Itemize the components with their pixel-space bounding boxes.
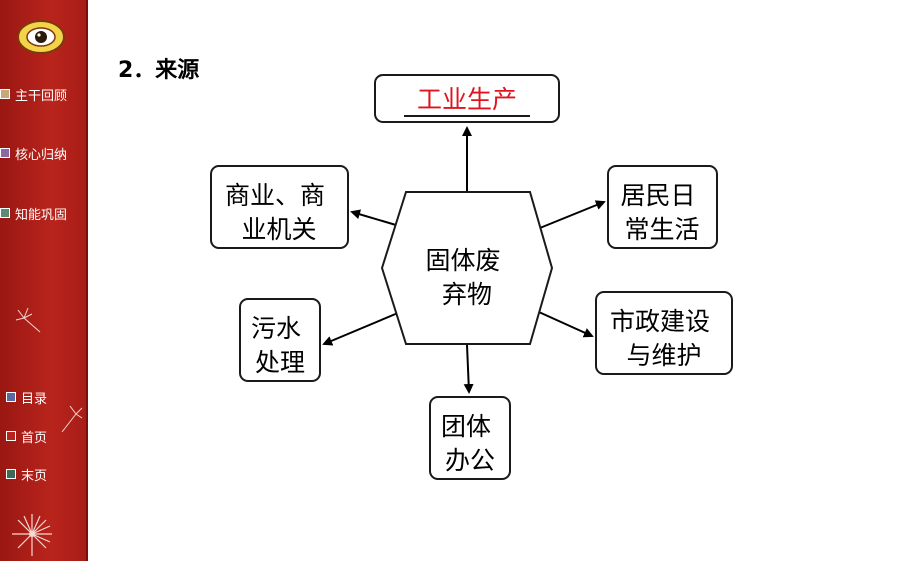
node-residents	[607, 165, 718, 249]
node-commerce-line-2: 业机关	[241, 215, 316, 244]
svg-text:市政建设 与维护: 市政建设 与维护	[610, 307, 718, 370]
node-residents-line-2: 常生活	[624, 215, 699, 244]
svg-text:商业、商 业机关: 商业、商 业机关	[225, 181, 333, 244]
sidebar: 主干回顾 核心归纳 知能巩固 目录 首页 末页	[0, 0, 88, 561]
node-industry	[374, 74, 560, 123]
arrow-to-office	[463, 344, 474, 394]
svg-text:工业生产: 工业生产	[417, 85, 517, 114]
dandelion-decoration-icon	[15, 307, 41, 333]
nav-main-review[interactable]: 主干回顾	[0, 84, 67, 104]
nav-table-of-contents[interactable]: 目录	[6, 387, 47, 407]
nav-label: 知能巩固	[15, 207, 68, 223]
node-municipal	[595, 291, 733, 375]
node-office	[429, 396, 511, 480]
nav-square-icon	[0, 208, 10, 218]
svg-text:固体废 弃物: 固体废 弃物	[426, 246, 509, 309]
nav-label: 主干回顾	[15, 88, 68, 104]
node-commerce-line-1: 商业、商	[225, 181, 325, 210]
nav-home-page[interactable]: 首页	[6, 426, 47, 446]
svg-text:污水 处理: 污水 处理	[251, 314, 309, 377]
center-hexagon	[380, 191, 554, 345]
node-municipal-line-1: 市政建设	[610, 307, 710, 336]
nav-label: 核心归纳	[15, 147, 68, 163]
node-sewage-line-2: 处理	[255, 348, 305, 377]
dandelion-seed-icon	[61, 405, 83, 433]
nav-square-icon	[6, 392, 16, 402]
school-emblem-icon	[17, 20, 65, 54]
nav-square-icon	[6, 431, 16, 441]
nav-last-page[interactable]: 末页	[6, 464, 47, 484]
nav-knowledge-consolidation[interactable]: 知能巩固	[0, 203, 67, 223]
arrow-to-sewage	[322, 309, 406, 346]
node-office-line-2: 办公	[445, 446, 495, 475]
svg-text:居民日 常生活: 居民日 常生活	[621, 181, 704, 244]
node-commerce	[210, 165, 349, 249]
node-office-line-1: 团体	[441, 412, 491, 441]
node-municipal-line-2: 与维护	[626, 341, 701, 370]
dandelion-flower-icon	[12, 514, 52, 556]
node-residents-line-1: 居民日	[621, 181, 696, 210]
nav-square-icon	[0, 148, 10, 158]
svg-text:团体 办公: 团体 办公	[441, 412, 499, 475]
nav-square-icon	[6, 469, 16, 479]
center-label-line-2: 弃物	[442, 280, 492, 309]
arrow-to-municipal	[529, 307, 594, 338]
node-sewage-line-1: 污水	[251, 314, 301, 343]
nav-square-icon	[0, 89, 10, 99]
nav-label: 末页	[21, 468, 48, 484]
section-title: 2．来源	[118, 58, 200, 83]
node-industry-label: 工业生产	[417, 85, 517, 114]
arrow-to-residents	[529, 200, 606, 233]
center-label-line-1: 固体废	[426, 246, 501, 275]
nav-label: 目录	[21, 391, 48, 407]
node-sewage	[239, 298, 321, 382]
nav-label: 首页	[21, 430, 48, 446]
nav-core-summary[interactable]: 核心归纳	[0, 143, 67, 163]
